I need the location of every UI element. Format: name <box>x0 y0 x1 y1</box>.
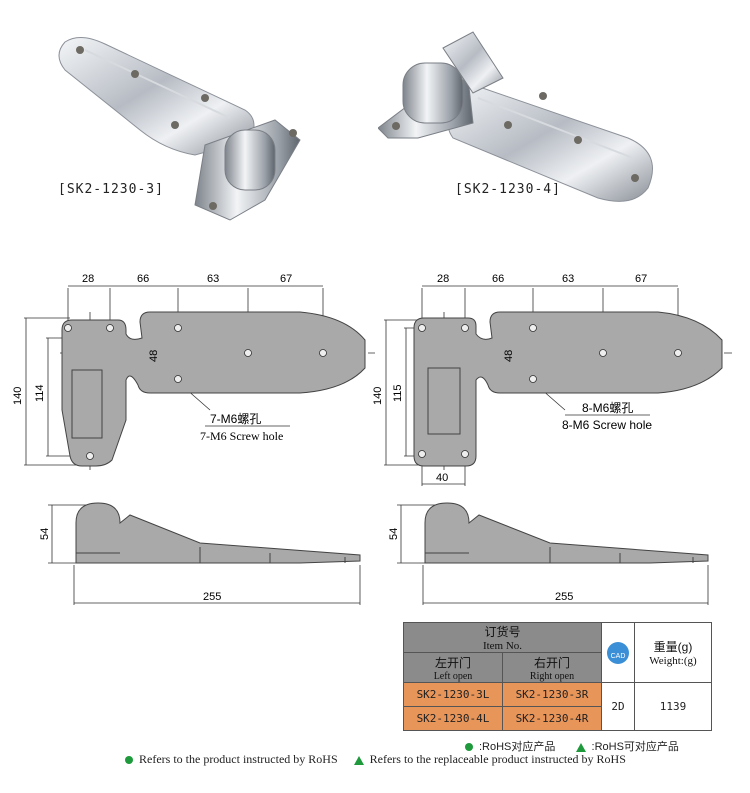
right-dim-28: 28 <box>437 273 449 285</box>
drawing-right-side: 54 255 <box>388 502 709 605</box>
right-dim-67: 67 <box>635 273 647 285</box>
replaceable-triangle-icon <box>575 742 586 752</box>
weight-header: 重量(g) Weight:(g) <box>634 622 712 683</box>
product-photo-right <box>378 31 653 202</box>
left-height-inner: 114 <box>34 384 46 402</box>
right-spacing: 48 <box>503 350 515 362</box>
right-hole-label-en: 8-M6 Screw hole <box>562 418 652 432</box>
rohs-dot-icon <box>465 743 473 752</box>
rohs-dot-icon-en <box>125 756 133 765</box>
left-height-outer: 140 <box>12 387 24 405</box>
product-code-left: [SK2-1230-3] <box>58 182 164 197</box>
row-2-left: SK2-1230-4L <box>403 706 503 731</box>
rohs-legend-en: Refers to the product instructed by RoHS… <box>125 752 626 767</box>
left-hole-label-cn: 7-M6螺孔 <box>210 412 261 426</box>
right-side-height: 54 <box>388 528 400 540</box>
left-hole-label-en: 7-M6 Screw hole <box>200 429 283 443</box>
product-photo-left <box>58 37 301 221</box>
left-length: 255 <box>203 591 221 603</box>
left-open-header: 左开门 Left open <box>403 652 503 683</box>
right-height-inner: 115 <box>392 384 404 402</box>
row-2-right: SK2-1230-4R <box>502 706 602 731</box>
left-dim-66: 66 <box>137 273 149 285</box>
drawing-right-top: 28 66 63 67 140 115 48 40 8-M6螺孔 8-M6 Sc… <box>372 273 732 486</box>
left-dim-67: 67 <box>280 273 292 285</box>
right-open-header: 右开门 Right open <box>502 652 602 683</box>
right-hole-label-cn: 8-M6螺孔 <box>582 401 633 415</box>
cad-header: CAD <box>601 622 635 683</box>
right-height-outer: 140 <box>372 387 384 405</box>
row-1-right: SK2-1230-3R <box>502 682 602 707</box>
item-no-header: 订货号 Item No. <box>403 622 602 653</box>
replaceable-triangle-icon-en <box>353 755 364 765</box>
left-side-height: 54 <box>39 528 51 540</box>
right-dim-66: 66 <box>492 273 504 285</box>
right-length: 255 <box>555 591 573 603</box>
drawing-left-top: 28 66 63 67 140 114 48 7-M6螺孔 7-M6 Screw… <box>12 273 375 470</box>
rohs-legend-cn: :RoHS对应产品 :RoHS可对应产品 <box>465 738 679 754</box>
right-base-width: 40 <box>436 472 448 484</box>
left-dim-28: 28 <box>82 273 94 285</box>
row-1-left: SK2-1230-3L <box>403 682 503 707</box>
cad-icon[interactable]: CAD <box>607 641 629 664</box>
left-spacing: 48 <box>148 350 160 362</box>
product-code-right: [SK2-1230-4] <box>455 182 561 197</box>
left-dim-63: 63 <box>207 273 219 285</box>
spec-table: 订货号 Item No. CAD 重量(g) Weight:(g) 左开门 Le… <box>403 622 712 731</box>
right-dim-63: 63 <box>562 273 574 285</box>
cad-value: 2D <box>601 682 635 731</box>
drawing-left-side: 54 255 <box>39 502 361 605</box>
weight-value: 1139 <box>634 682 712 731</box>
